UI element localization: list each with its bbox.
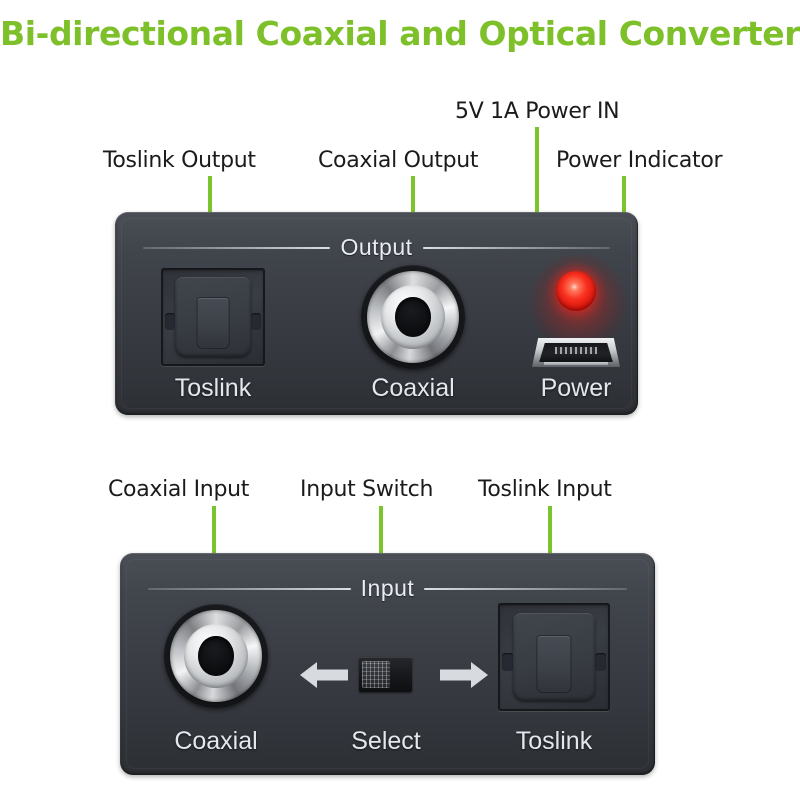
output-section-title: Output [340,234,413,260]
section-rule-right [424,587,627,590]
input-port-caption-toslink: Toslink [515,727,593,755]
left-arrow-icon [300,660,348,690]
page-title: Bi-directional Coaxial and Optical Conve… [0,14,800,53]
toslink-inner-bezel [174,276,252,358]
callout-toslink-input: Toslink Input [478,477,612,502]
right-arrow-icon [440,660,488,690]
input-port-caption-select: Select [351,727,421,755]
toslink-notch-right [251,313,261,330]
callout-power-in: 5V 1A Power IN [455,99,620,124]
toslink-output-port[interactable] [161,268,265,366]
usb-lower-bar [544,361,608,366]
coaxial-input-jack[interactable] [164,604,268,708]
switch-knob[interactable] [362,661,390,688]
coaxial-output-jack[interactable] [361,265,465,369]
output-port-caption-power: Power [540,374,612,402]
toslink-notch-left [165,313,175,330]
toslink-input-port[interactable] [498,603,610,711]
rca-center-hole [198,636,234,676]
output-port-caption-coaxial: Coaxial [371,374,455,402]
callout-input-switch: Input Switch [300,477,434,502]
toslink-inner-bezel [512,612,596,702]
section-rule-right [422,246,611,249]
callout-coaxial-input: Coaxial Input [108,477,250,502]
callout-coaxial-output: Coaxial Output [318,148,479,173]
micro-usb-power-port[interactable] [532,338,620,367]
input-section-header: Input [148,575,627,602]
output-panel: Output Toslink Coaxial Pow [115,212,638,415]
callout-toslink-output: Toslink Output [103,148,256,173]
input-port-caption-coaxial: Coaxial [174,727,258,755]
usb-contact-pins [554,346,598,355]
toslink-notch-left [502,652,513,672]
section-rule-left [148,587,351,590]
input-select-switch[interactable] [359,657,412,692]
output-port-caption-toslink: Toslink [174,374,252,402]
input-panel: Input Coaxial Select [120,553,655,775]
input-section-title: Input [360,575,415,601]
output-section-header: Output [143,234,611,261]
section-rule-left [143,246,331,249]
rca-center-hole [395,297,431,337]
toslink-shutter [197,297,229,349]
toslink-notch-right [595,652,606,672]
power-led-indicator [556,271,596,311]
callout-power-indicator: Power Indicator [556,148,723,173]
toslink-shutter [537,635,571,692]
